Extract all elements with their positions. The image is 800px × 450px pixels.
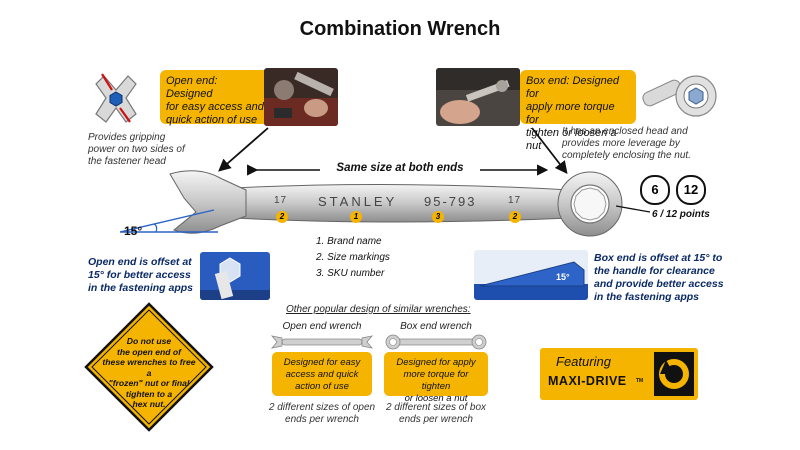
open-end-wrench-callout-line: action of use — [295, 381, 349, 392]
brand-marking: STANLEY — [318, 194, 398, 209]
markings-legend: 1. Brand name 2. Size markings 3. SKU nu… — [316, 234, 390, 282]
box-end-wrench-callout-line: Designed for apply — [396, 357, 476, 368]
box-end-offset-line: in the fastening apps — [594, 291, 700, 303]
warning-line: Do not use — [126, 336, 172, 346]
box-end-wrench-callout: Designed for apply more torque for tight… — [384, 352, 488, 404]
open-end-wrench-callout: Designed for easy access and quick actio… — [272, 352, 372, 396]
box-end-note-line: It has an enclosed head and — [562, 126, 688, 137]
combination-wrench — [169, 170, 623, 237]
open-end-note-line: the fastener head — [88, 156, 166, 167]
legend-item: 3. SKU number — [316, 268, 385, 279]
legend-item: 1. Brand name — [316, 236, 382, 247]
open-end-offset-photo — [200, 252, 270, 300]
box-end-offset-photo — [474, 250, 588, 300]
marker-brand: 1 — [350, 211, 362, 223]
size-marking-left: 17 — [274, 195, 288, 206]
box-end-callout-line: tighten or loosen a nut — [526, 127, 617, 152]
maxi-drive-brand: MAXI-DRIVE — [548, 374, 627, 388]
open-end-callout: Open end: Designed for easy access and q… — [160, 70, 272, 126]
open-end-wrench-icon — [270, 335, 374, 349]
angle-label: 15° — [124, 224, 143, 238]
box-end-callout-line: Box end: Designed for — [526, 75, 619, 100]
box-end-note-line: provides more leverage by — [562, 138, 680, 149]
box-end-wrench-callout-line: or loosen a nut — [404, 393, 468, 404]
box-end-offset-line: Box end is offset at 15° to — [594, 252, 723, 264]
open-end-wrench-note-line: ends per wrench — [285, 414, 359, 425]
open-end-wrench-note: 2 different sizes of open ends per wrenc… — [262, 402, 382, 426]
warning-line: the open end of — [117, 346, 181, 357]
open-end-wrench-label: Open end wrench — [282, 321, 362, 332]
open-end-callout-line: for easy access and — [166, 101, 264, 113]
box-end-wrench-label: Box end wrench — [400, 321, 472, 332]
points-label: 6 / 12 points — [652, 209, 710, 220]
marker-size-right: 2 — [509, 211, 521, 223]
open-end-note-line: Provides gripping — [88, 132, 166, 143]
box-end-wrench-note: 2 different sizes of box ends per wrench — [376, 402, 496, 426]
open-end-offset-line: in the fastening apps — [88, 282, 194, 294]
open-end-offset-line: Open end is offset at — [88, 256, 192, 268]
warning-line: tighten to a — [125, 388, 173, 399]
sku-marking: 95-793 — [424, 194, 477, 209]
other-designs-heading: Other popular design of similar wrenches… — [286, 304, 471, 315]
box-end-note: It has an enclosed head and provides mor… — [562, 126, 732, 162]
page-title: Combination Wrench — [299, 18, 501, 40]
box-end-angle-label: 15° — [556, 272, 570, 282]
open-end-photo — [264, 68, 338, 126]
open-end-wrench-note-line: 2 different sizes of open — [268, 402, 376, 413]
open-end-note-line: power on two sides of — [88, 144, 185, 155]
box-end-offset-line: and provide better access — [594, 278, 724, 290]
marker-sku: 3 — [432, 211, 444, 223]
box-end-wrench-icon — [385, 334, 487, 350]
box-end-wrench-icon — [642, 75, 717, 117]
box-end-photo — [436, 68, 520, 126]
warning-line: "frozen" nut or final — [108, 378, 190, 388]
warning-line: hex nut. — [132, 399, 166, 409]
open-end-note: Provides gripping power on two sides of … — [88, 132, 228, 168]
twelve-point-badge: 12 — [676, 175, 706, 205]
open-end-offset-line: 15° for better access — [88, 269, 191, 281]
open-end-gripping-icon — [95, 73, 137, 123]
open-end-wrench-callout-line: access and quick — [285, 369, 359, 380]
open-end-offset-note: Open end is offset at 15° for better acc… — [88, 256, 198, 295]
box-end-wrench-note-line: 2 different sizes of box — [385, 402, 487, 413]
open-end-callout-line: Open end: Designed — [166, 75, 218, 100]
legend-item: 2. Size markings — [316, 252, 390, 263]
points-pointer-line — [616, 205, 651, 213]
marker-size-left: 2 — [276, 211, 288, 223]
open-end-pointer-arrow — [218, 127, 269, 172]
box-end-callout-line: apply more torque for — [526, 101, 615, 126]
box-end-pointer-arrow — [531, 127, 568, 174]
box-end-offset-line: the handle for clearance — [594, 265, 715, 277]
box-end-note-line: completely enclosing the nut. — [562, 150, 691, 161]
size-marking-right: 17 — [508, 195, 522, 206]
open-end-wrench-callout-line: Designed for easy — [283, 357, 361, 368]
warning-line: these wrenches to free a — [102, 357, 196, 378]
warning-text: Do not use the open end of these wrenche… — [102, 336, 196, 410]
maxi-drive-logo-icon — [654, 352, 694, 396]
box-end-wrench-note-line: ends per wrench — [399, 414, 473, 425]
warning-sign — [84, 302, 214, 432]
maxi-drive-tm: TM — [636, 378, 644, 384]
wrench-open-end — [169, 170, 247, 234]
six-point-badge: 6 — [640, 175, 670, 205]
featuring-label: Featuring — [556, 354, 611, 369]
span-label: Same size at both ends — [336, 162, 464, 174]
offset-angle-lines — [119, 209, 218, 233]
box-end-callout: Box end: Designed for apply more torque … — [520, 70, 636, 152]
box-end-wrench-callout-line: more torque for tighten — [403, 369, 469, 392]
box-end-offset-note: Box end is offset at 15° to the handle f… — [594, 252, 744, 304]
open-end-callout-line: quick action of use — [166, 114, 258, 126]
